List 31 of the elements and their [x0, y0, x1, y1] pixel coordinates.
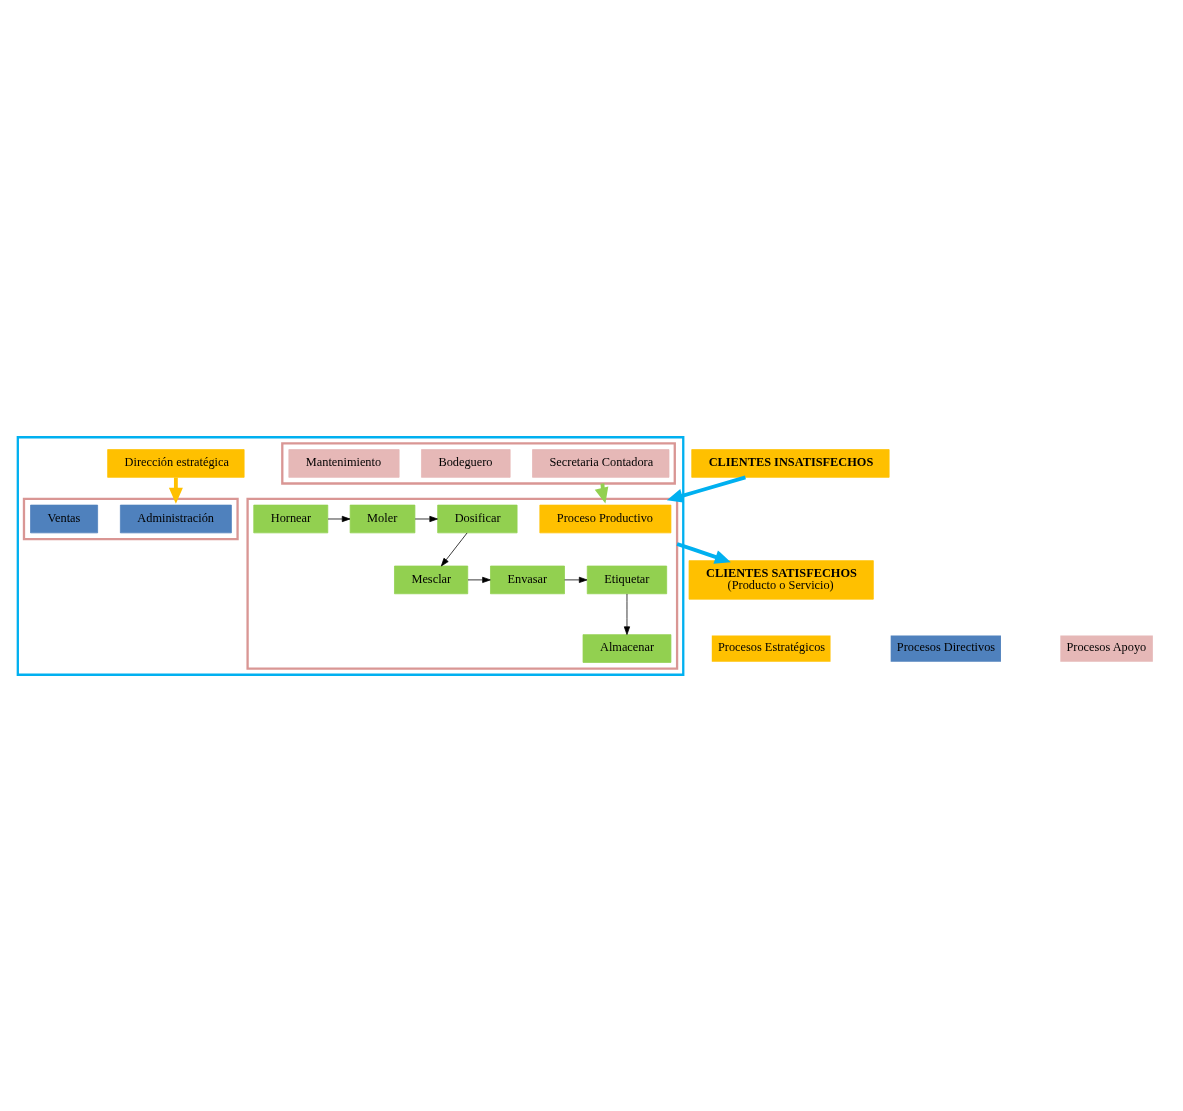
node-box: CLIENTES SATISFECHOS (Producto o Servicio) [688, 559, 874, 600]
arrow [467, 576, 491, 583]
arrow [168, 477, 183, 504]
arrow [414, 515, 438, 522]
cluster [281, 441, 676, 485]
arrow [666, 475, 746, 503]
node-box: Almacenar [582, 633, 672, 663]
legend-label: Procesos Apoyo [1066, 639, 1147, 654]
node-box: CLIENTES INSATISFECHOS [691, 448, 890, 478]
arrow [676, 541, 731, 564]
node-box: Etiquetar [586, 565, 668, 594]
arrow [564, 576, 588, 583]
node-box: Secretaria Contadora [532, 448, 670, 478]
legend-label: Procesos Estratégicos [717, 639, 826, 654]
node-box: Proceso Productivo [539, 504, 672, 533]
node-box: Dirección estratégica [107, 448, 245, 478]
legend-label: Procesos Directivos [896, 639, 996, 654]
node-box: Envasar [490, 565, 565, 594]
arrow [327, 515, 351, 522]
node-box: Moler [349, 504, 416, 533]
cluster [246, 497, 679, 670]
arrow [623, 593, 631, 635]
node-box: Ventas [30, 504, 98, 533]
node-box: Dosificar [437, 504, 518, 533]
node-box: Mesclar [394, 565, 469, 594]
node-box: Hornear [253, 504, 329, 533]
arrow [440, 532, 468, 566]
node-box: Bodeguero [421, 448, 511, 478]
node-box: Administración [120, 504, 232, 533]
node-box: Mantenimiento [288, 448, 400, 478]
cluster [22, 497, 239, 540]
